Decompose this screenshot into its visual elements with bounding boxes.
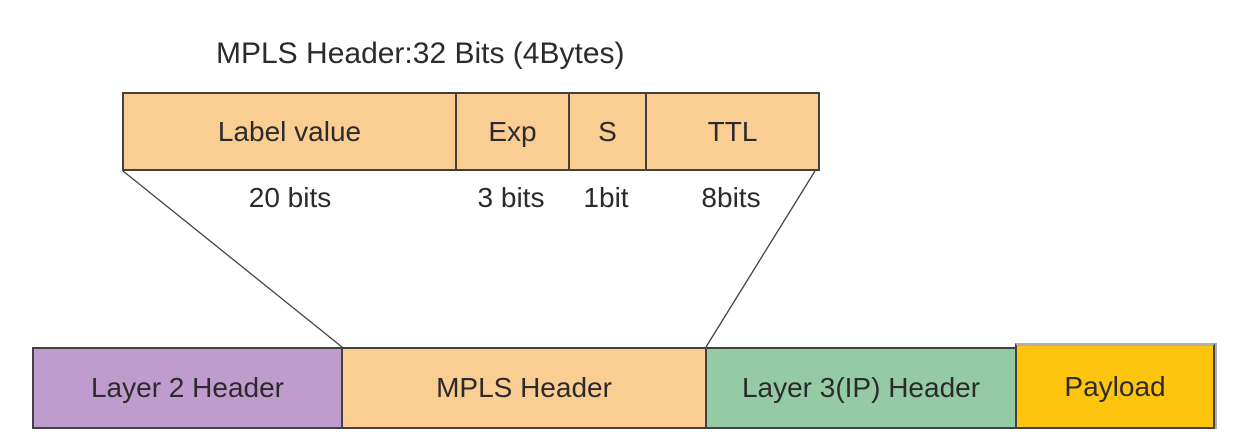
segment-mpls-header: MPLS Header: [341, 347, 707, 429]
segment-layer2-header: Layer 2 Header: [32, 347, 343, 429]
field-cell-exp: Exp: [455, 94, 568, 169]
segment-layer3-ip-header: Layer 3(IP) Header: [705, 347, 1017, 429]
segment-payload: Payload: [1015, 343, 1215, 429]
bit-width-label-s: 1bit: [583, 182, 629, 213]
bit-width-label-ttl: 8bits: [701, 182, 761, 213]
mpls-header-fields-box: Label value Exp S TTL: [122, 92, 820, 171]
field-cell-s: S: [568, 94, 645, 169]
field-cell-ttl: TTL: [645, 94, 818, 169]
diagram-title: MPLS Header:32 Bits (4Bytes): [216, 37, 625, 70]
field-cell-label-value: Label value: [217, 115, 362, 147]
bit-width-label-exp: 3 bits: [477, 182, 545, 213]
packet-bar: Layer 2 Header MPLS Header Layer 3(IP) H…: [32, 343, 1217, 429]
bit-width-label-label-value: 20 bits: [248, 182, 332, 213]
